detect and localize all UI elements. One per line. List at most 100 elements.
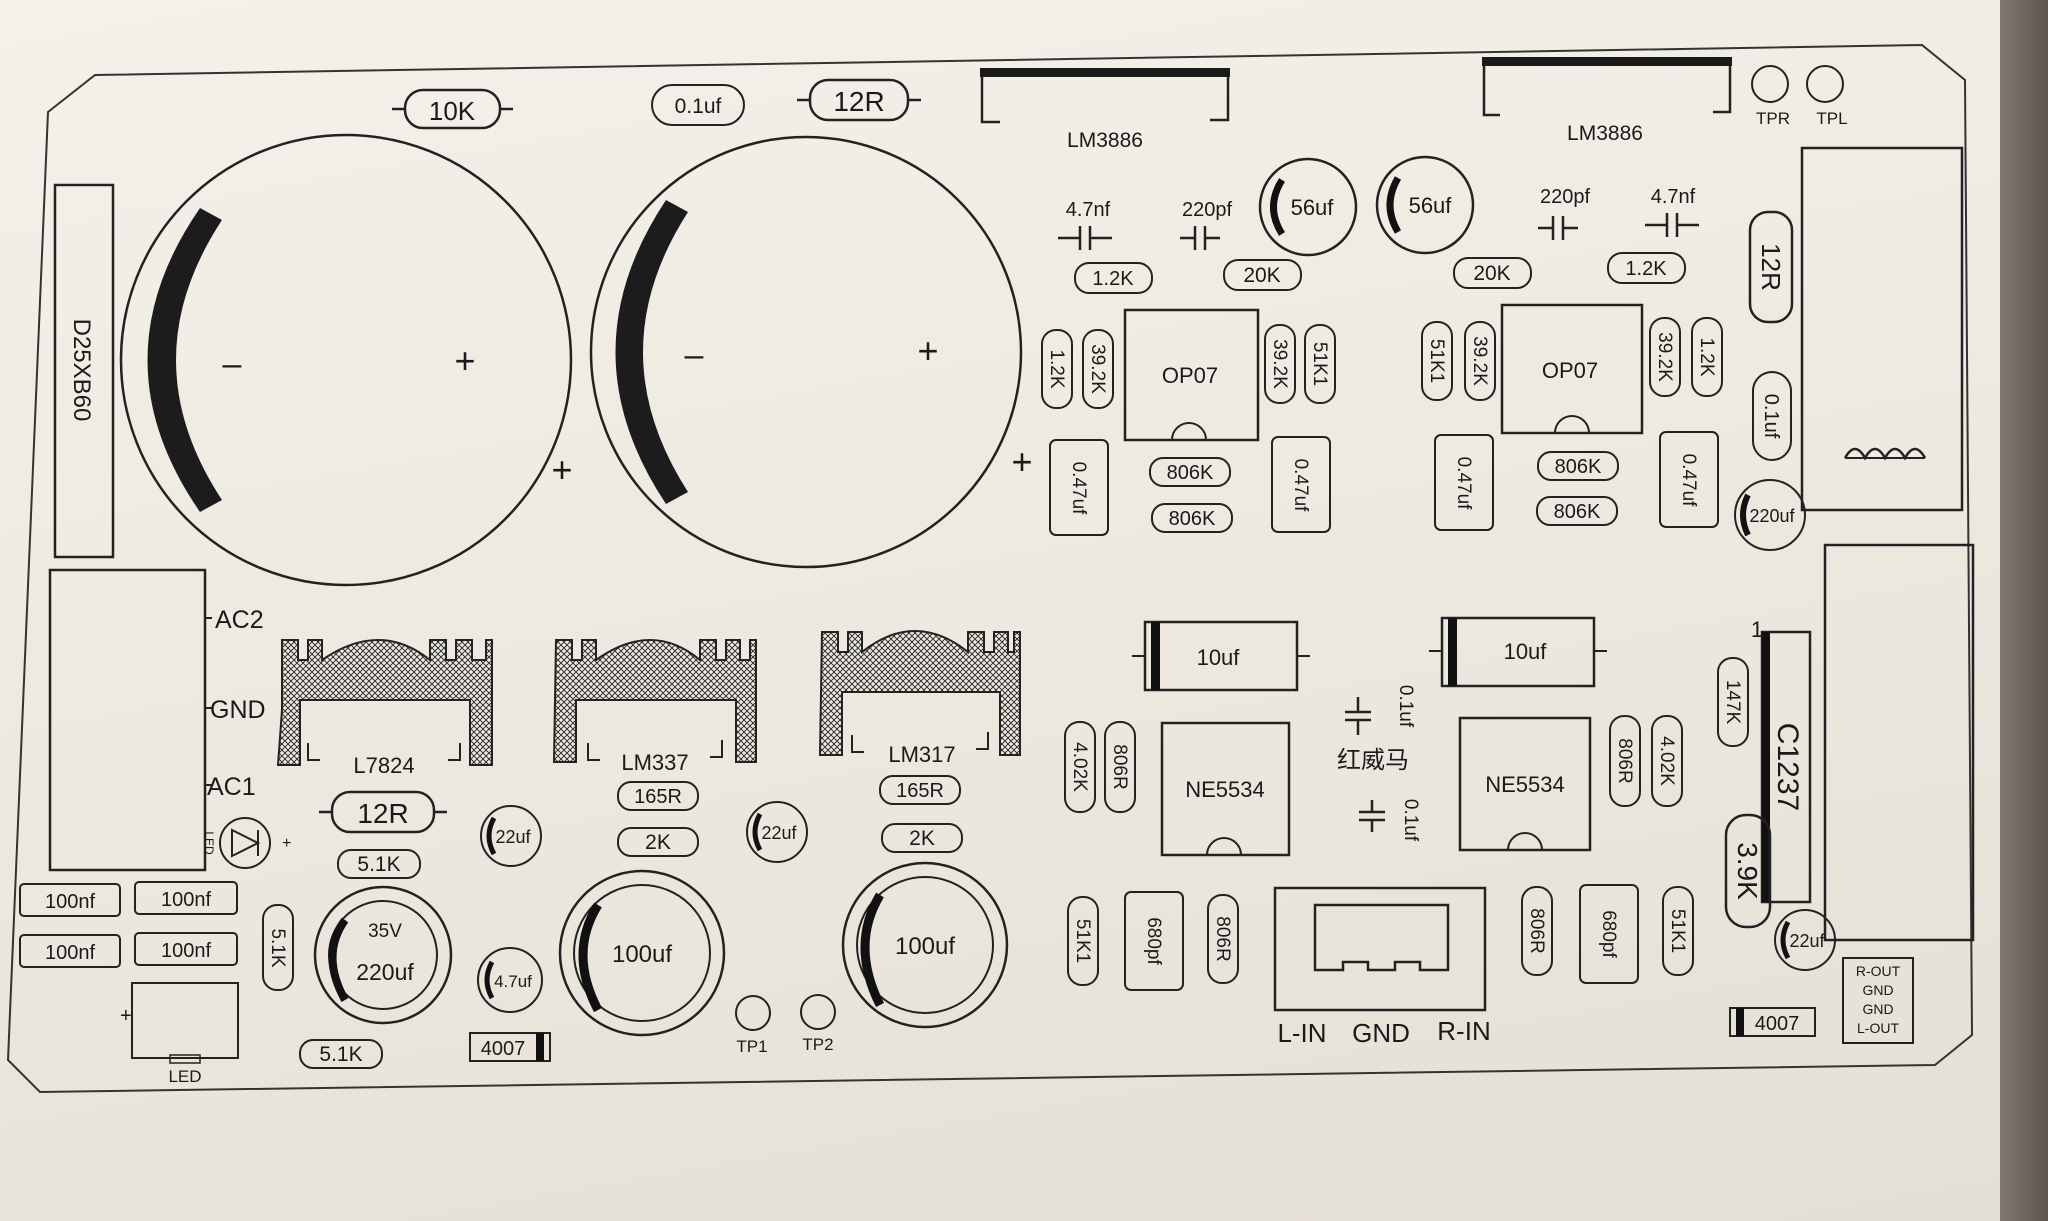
svg-text:51K1: 51K1 [1072,919,1093,963]
svg-text:4007: 4007 [481,1038,526,1060]
svg-text:12R: 12R [1756,243,1786,291]
capacitor-0.1uf-a: 0.1uf [1345,685,1416,735]
svg-text:AC1: AC1 [207,773,256,801]
svg-text:L-IN: L-IN [1277,1018,1326,1048]
svg-text:0.47uf: 0.47uf [1068,462,1089,516]
filter-capacitor-left: – + + [119,133,573,587]
test-point-tp1: TP1 [735,995,771,1056]
svg-text:+: + [120,1005,132,1027]
capacitor-680pf-b: 680pf [1579,884,1639,984]
svg-text:L-OUT: L-OUT [1857,1020,1899,1036]
svg-text:12R: 12R [357,798,408,829]
svg-text:TPL: TPL [1816,109,1847,128]
led-indicator: LED + [202,817,291,869]
svg-text:L7824: L7824 [353,753,414,778]
resistor-10k: 10K [392,88,513,130]
svg-text:5.1K: 5.1K [267,928,288,967]
svg-text:100nf: 100nf [45,891,95,913]
board-outline [6,43,1974,1094]
resistor-806r-d: 806R [1521,886,1553,976]
resistor-4.02k-b: 4.02K [1651,715,1683,807]
svg-text:12R: 12R [833,86,884,117]
test-point-tpl: TPL [1806,65,1848,128]
svg-text:100uf: 100uf [895,933,955,960]
svg-text:56uf: 56uf [1409,193,1453,218]
output-inductor [1800,146,1964,512]
svg-text:680pf: 680pf [1143,917,1164,965]
svg-text:LM337: LM337 [621,750,688,775]
svg-text:GND: GND [210,696,266,724]
svg-text:100nf: 100nf [161,889,211,911]
svg-text:NE5534: NE5534 [1485,772,1565,797]
svg-text:5.1K: 5.1K [357,853,400,876]
capacitor-4.7uf: 4.7uf [477,947,543,1013]
resistor-2k-b: 2K [881,823,963,853]
resistor-4.02k-a: 4.02K [1064,721,1096,813]
capacitor-10uf-b: 10uf [1429,616,1607,688]
filter-capacitor-right: – + + [589,135,1033,569]
svg-text:39.2K: 39.2K [1654,332,1675,382]
svg-text:OP07: OP07 [1542,358,1598,383]
opamp-ne5534-right: NE5534 [1458,716,1592,852]
svg-text:GND: GND [1352,1018,1410,1048]
svg-text:LM3886: LM3886 [1067,129,1143,152]
resistor-51k1-b: 51K1 [1662,886,1694,976]
svg-text:806K: 806K [1167,462,1214,484]
transformer-input-block: AC2 GND AC1 [48,568,266,872]
svg-text:1.2K: 1.2K [1696,337,1717,376]
svg-text:0.47uf: 0.47uf [1453,457,1474,511]
svg-text:806K: 806K [1169,508,1216,530]
test-point-tpr: TPR [1751,65,1790,128]
svg-text:806R: 806R [1614,738,1635,783]
svg-text:806R: 806R [1212,916,1233,961]
output-stage: 147K 1 C1237 3.9K 22uf 4007 R-OUT GND GN… [1717,617,1914,1044]
resistor-165r-b: 165R [879,775,961,805]
svg-text:4.7uf: 4.7uf [494,972,532,991]
paper-sheet [0,0,2000,1221]
output-heatsink-block [1823,543,1975,942]
test-point-tp2: TP2 [800,994,836,1054]
svg-text:1.2K: 1.2K [1625,258,1667,280]
svg-text:4.02K: 4.02K [1656,736,1677,786]
svg-text:1.2K: 1.2K [1092,268,1134,290]
svg-text:147K: 147K [1722,680,1743,725]
svg-text:LM3886: LM3886 [1567,122,1643,145]
capacitor-100uf-a: 100uf [558,869,726,1037]
resistor-806r-a: 806R [1104,721,1136,813]
svg-text:56uf: 56uf [1291,195,1335,220]
svg-text:LED: LED [168,1067,201,1086]
resistor-806r-c: 806R [1207,894,1239,984]
svg-text:D25XB60: D25XB60 [68,319,95,422]
svg-text:220uf: 220uf [1749,506,1795,526]
brand-label: 红威马 [1337,747,1409,774]
lm3886-left: LM3886 [980,68,1230,152]
svg-text:220pf: 220pf [1540,186,1590,208]
capacitor-22uf-b: 22uf [746,801,808,863]
svg-text:0.47uf: 0.47uf [1678,454,1699,508]
svg-text:+: + [1011,441,1032,482]
svg-text:4007: 4007 [1755,1013,1800,1035]
regulator-lm317: LM317 [818,630,1021,767]
svg-text:GND: GND [1862,982,1893,998]
svg-text:51K1: 51K1 [1667,909,1688,953]
capacitor-680pf-a: 680pf [1124,891,1184,991]
svg-text:165R: 165R [896,780,944,802]
svg-text:+: + [282,835,291,852]
output-right-parts: 12R 0.1uf 220uf [1734,146,1975,942]
svg-text:10K: 10K [429,96,476,126]
svg-text:GND: GND [1862,1001,1893,1017]
svg-text:TPR: TPR [1756,109,1790,128]
svg-text:22uf: 22uf [1789,931,1825,951]
svg-text:10uf: 10uf [1197,645,1241,670]
regulator-l7824: L7824 [276,639,493,778]
capacitors-100nf: 100nf 100nf 100nf 100nf [19,881,238,968]
resistor-2k-a: 2K [617,827,699,857]
svg-text:2K: 2K [909,827,935,850]
svg-text:TP1: TP1 [736,1037,767,1056]
pcb-silkscreen-layout: 10K 0.1uf 12R D25XB60 – + + – + + LM3886 [6,43,1975,1094]
svg-text:39.2K: 39.2K [1087,344,1108,394]
svg-text:220uf: 220uf [356,959,414,985]
svg-text:–: – [223,345,242,383]
capacitor-10uf-a: 10uf [1132,620,1310,692]
filter-section-left: 4.7nf 220pf 56uf 1.2K 20K OP07 1.2K 39.2… [1041,157,1358,536]
